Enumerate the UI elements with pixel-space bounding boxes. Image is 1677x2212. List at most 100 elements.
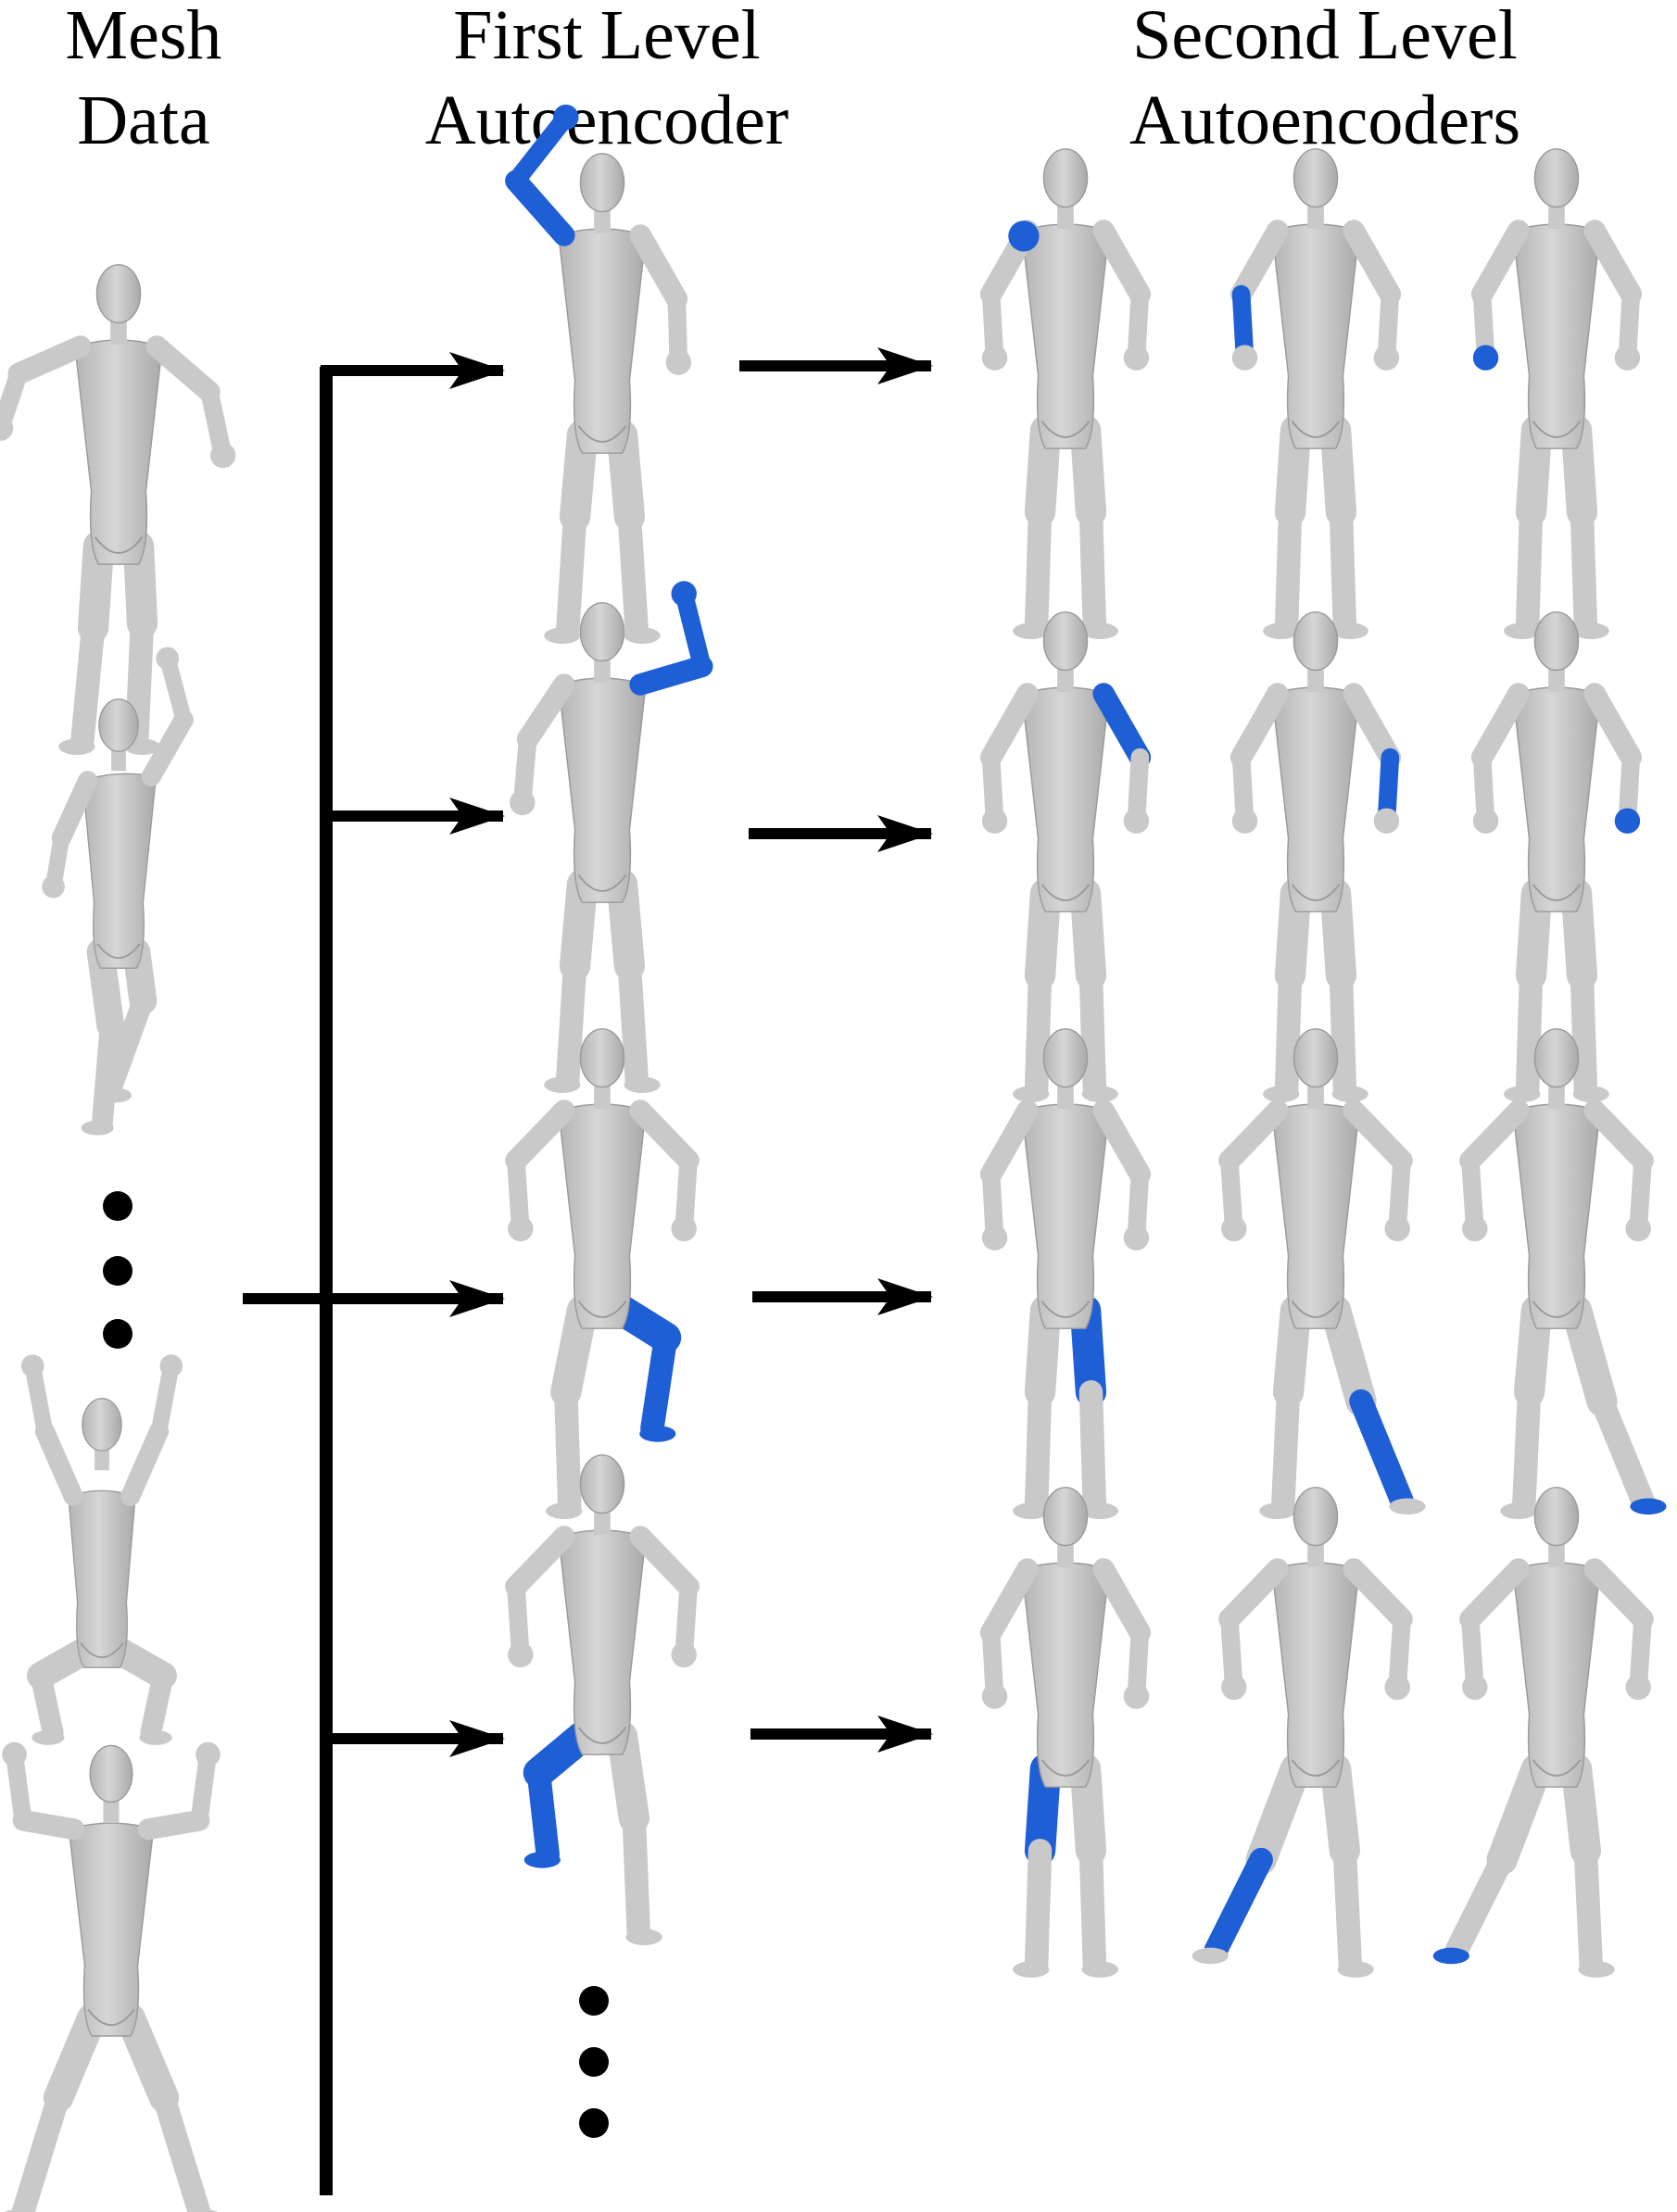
foot [1081,1086,1118,1102]
head [98,698,139,752]
pelvis-line [1532,1301,1582,1318]
neck [111,746,126,772]
upper-arm [629,1100,700,1172]
thigh [43,2003,107,2113]
pelvis-line [577,1301,627,1318]
header-mesh-line2: Data [77,82,210,159]
torso [1512,1103,1601,1329]
shin [1573,1839,1603,1977]
foot [625,1929,662,1945]
foot [1263,622,1300,639]
foot [1389,1498,1426,1515]
head [1292,611,1339,672]
second-level-figure [1229,148,1402,639]
upper-arm [145,335,221,403]
second-level-figure [1470,611,1643,1102]
second-level-figure [979,611,1152,1102]
upper-arm [629,224,688,310]
shin [1570,963,1598,1101]
hand [1123,345,1150,371]
foot [1259,1502,1296,1519]
foot [1572,622,1609,639]
hand [2,1741,27,1767]
hand [671,1215,697,1242]
shin [1078,963,1107,1101]
torso [1021,223,1110,449]
header-mesh-line1: Mesh [65,0,222,74]
upper-arm [1583,220,1643,306]
pelvis-line [94,536,144,554]
shin [140,1665,174,1744]
shin [1078,500,1107,638]
neck [1057,201,1074,230]
shin [1349,1389,1414,1514]
hand [1221,1674,1247,1701]
second-level-figure [1218,1028,1426,1519]
shin [556,954,587,1092]
shin [1024,963,1053,1101]
first-level-figure [510,581,713,1093]
upper-arm [505,170,575,246]
neck [95,1445,109,1471]
hand [1384,1674,1410,1701]
torso [74,339,163,565]
second-level-figure [1459,1028,1667,1519]
torso [68,1489,136,1668]
head [1533,148,1580,208]
foot [1572,1086,1609,1102]
upper-arm [1470,683,1530,769]
second-level-figure [1192,1487,1413,1978]
hand [156,647,180,671]
foot [1013,622,1050,639]
torso [1512,1562,1601,1788]
hand [1625,1674,1651,1701]
pelvis-line [577,874,627,892]
ellipsis-dot [579,1986,609,2016]
pelvis-line [1532,884,1582,901]
neck [594,1507,611,1536]
shin [640,1326,678,1440]
foot [1578,1961,1615,1978]
foot [624,1076,661,1093]
second-level-figure [1470,148,1643,639]
first-level-figure [505,1454,700,1945]
hand [1221,1215,1247,1242]
upper-arm [1092,220,1152,306]
torso [1271,686,1360,912]
upper-arm [505,1100,575,1172]
first-level-figure [505,1028,700,1519]
neck [1548,1540,1565,1568]
foot [32,1729,65,1745]
foot [624,627,661,644]
neck [1057,664,1074,693]
hand [981,1683,1008,1709]
neck [1307,1081,1324,1110]
neck [1307,1540,1324,1568]
shin [1270,1380,1301,1518]
neck [1307,664,1324,693]
mesh-data-figure [42,647,194,1136]
upper-arm [51,771,98,848]
shin [556,505,587,643]
shin [11,2086,70,2212]
upper-arm [34,1421,83,1506]
head [1292,1487,1339,1547]
upper-arm [1092,1558,1152,1644]
hand [981,1225,1008,1251]
hand [510,789,536,816]
head [1042,1028,1089,1088]
torso [1271,1562,1360,1788]
second-level-figure [979,1487,1152,1978]
connector-tree [243,352,505,2195]
torso [1021,1103,1110,1329]
shin [1329,500,1357,638]
foot [1081,622,1118,639]
pelvis-line [80,1642,124,1658]
hand [1614,345,1641,371]
ellipsis-dot [103,1319,132,1349]
head [1533,1487,1580,1547]
head [579,153,625,213]
torso [558,677,647,903]
shin [1204,1847,1273,1963]
